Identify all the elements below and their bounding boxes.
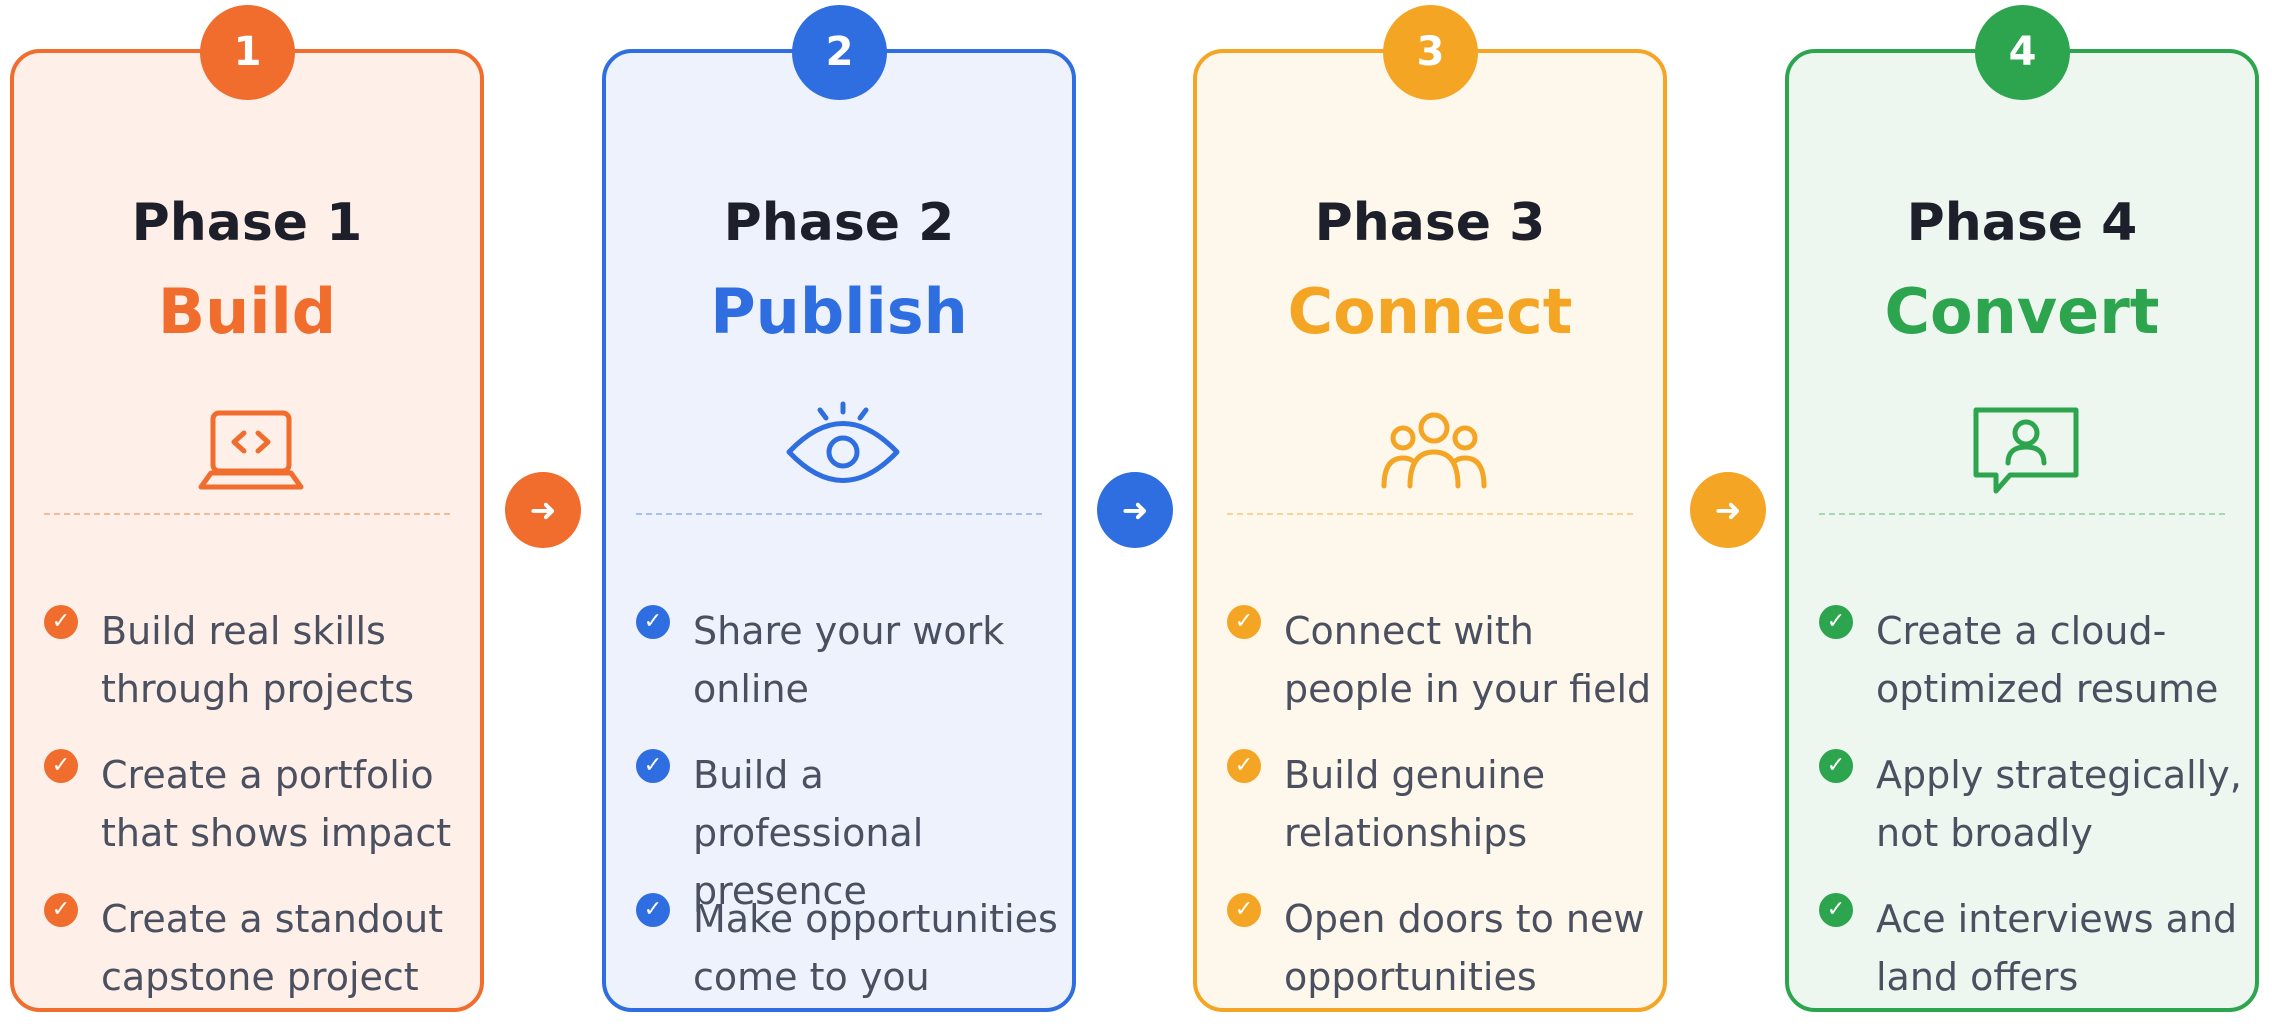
check-icon: ✓ <box>636 749 670 783</box>
phase-number-badge-1: 1 <box>200 5 295 100</box>
phase-name: Convert <box>1884 275 2160 348</box>
phase-label: Phase 3 <box>1314 193 1546 253</box>
check-icon: ✓ <box>1819 749 1853 783</box>
item-text: Share your work online <box>693 609 1005 711</box>
arrow-right-icon: ➜ <box>1690 472 1766 548</box>
check-icon: ✓ <box>44 605 78 639</box>
phase-card-1: Phase 1 Build ✓ Build real skills throug… <box>10 49 484 1012</box>
item-text: Create a standout capstone project <box>101 897 444 999</box>
item-text: Make opportunities come to you <box>693 897 1058 999</box>
phase-name: Build <box>157 275 337 348</box>
phase-card-2: Phase 2 Publish ✓ Share your work online… <box>602 49 1076 1012</box>
phase-name: Connect <box>1287 275 1573 348</box>
phase-number-badge-3: 3 <box>1383 5 1478 100</box>
item-text: Connect with people in your field <box>1284 609 1652 711</box>
phase-label: Phase 1 <box>131 193 363 253</box>
phase-card-3: Phase 3 Connect ✓ Connect with people in… <box>1193 49 1667 1012</box>
divider <box>636 513 1042 515</box>
item-text: Create a cloud-optimized resume <box>1876 609 2219 711</box>
check-icon: ✓ <box>1819 605 1853 639</box>
item-text: Build real skills through projects <box>101 609 415 711</box>
check-icon: ✓ <box>1227 749 1261 783</box>
phase-card-4: Phase 4 Convert ✓ Create a cloud-optimiz… <box>1785 49 2259 1012</box>
check-icon: ✓ <box>1227 893 1261 927</box>
phase-number-badge-2: 2 <box>792 5 887 100</box>
check-icon: ✓ <box>44 893 78 927</box>
arrow-right-icon: ➜ <box>505 472 581 548</box>
item-text: Build a professional presence <box>693 753 924 913</box>
phase-name: Publish <box>710 275 968 348</box>
arrow-right-icon: ➜ <box>1097 472 1173 548</box>
phase-label: Phase 4 <box>1906 193 2138 253</box>
divider <box>1227 513 1633 515</box>
eye-icon <box>783 390 903 510</box>
divider <box>1819 513 2225 515</box>
item-text: Build genuine relationships <box>1284 753 1546 855</box>
check-icon: ✓ <box>44 749 78 783</box>
check-icon: ✓ <box>636 893 670 927</box>
check-icon: ✓ <box>1227 605 1261 639</box>
phase-label: Phase 2 <box>723 193 955 253</box>
phase-number-badge-4: 4 <box>1975 5 2070 100</box>
item-text: Ace interviews and land offers <box>1876 897 2238 999</box>
check-icon: ✓ <box>636 605 670 639</box>
item-text: Open doors to new opportunities <box>1284 897 1645 999</box>
item-text: Apply strategically, not broadly <box>1876 753 2242 855</box>
check-icon: ✓ <box>1819 893 1853 927</box>
divider <box>44 513 450 515</box>
laptop-code-icon <box>191 390 311 510</box>
profile-chat-icon <box>1966 390 2086 510</box>
people-group-icon <box>1374 390 1494 510</box>
item-text: Create a portfolio that shows impact <box>101 753 452 855</box>
